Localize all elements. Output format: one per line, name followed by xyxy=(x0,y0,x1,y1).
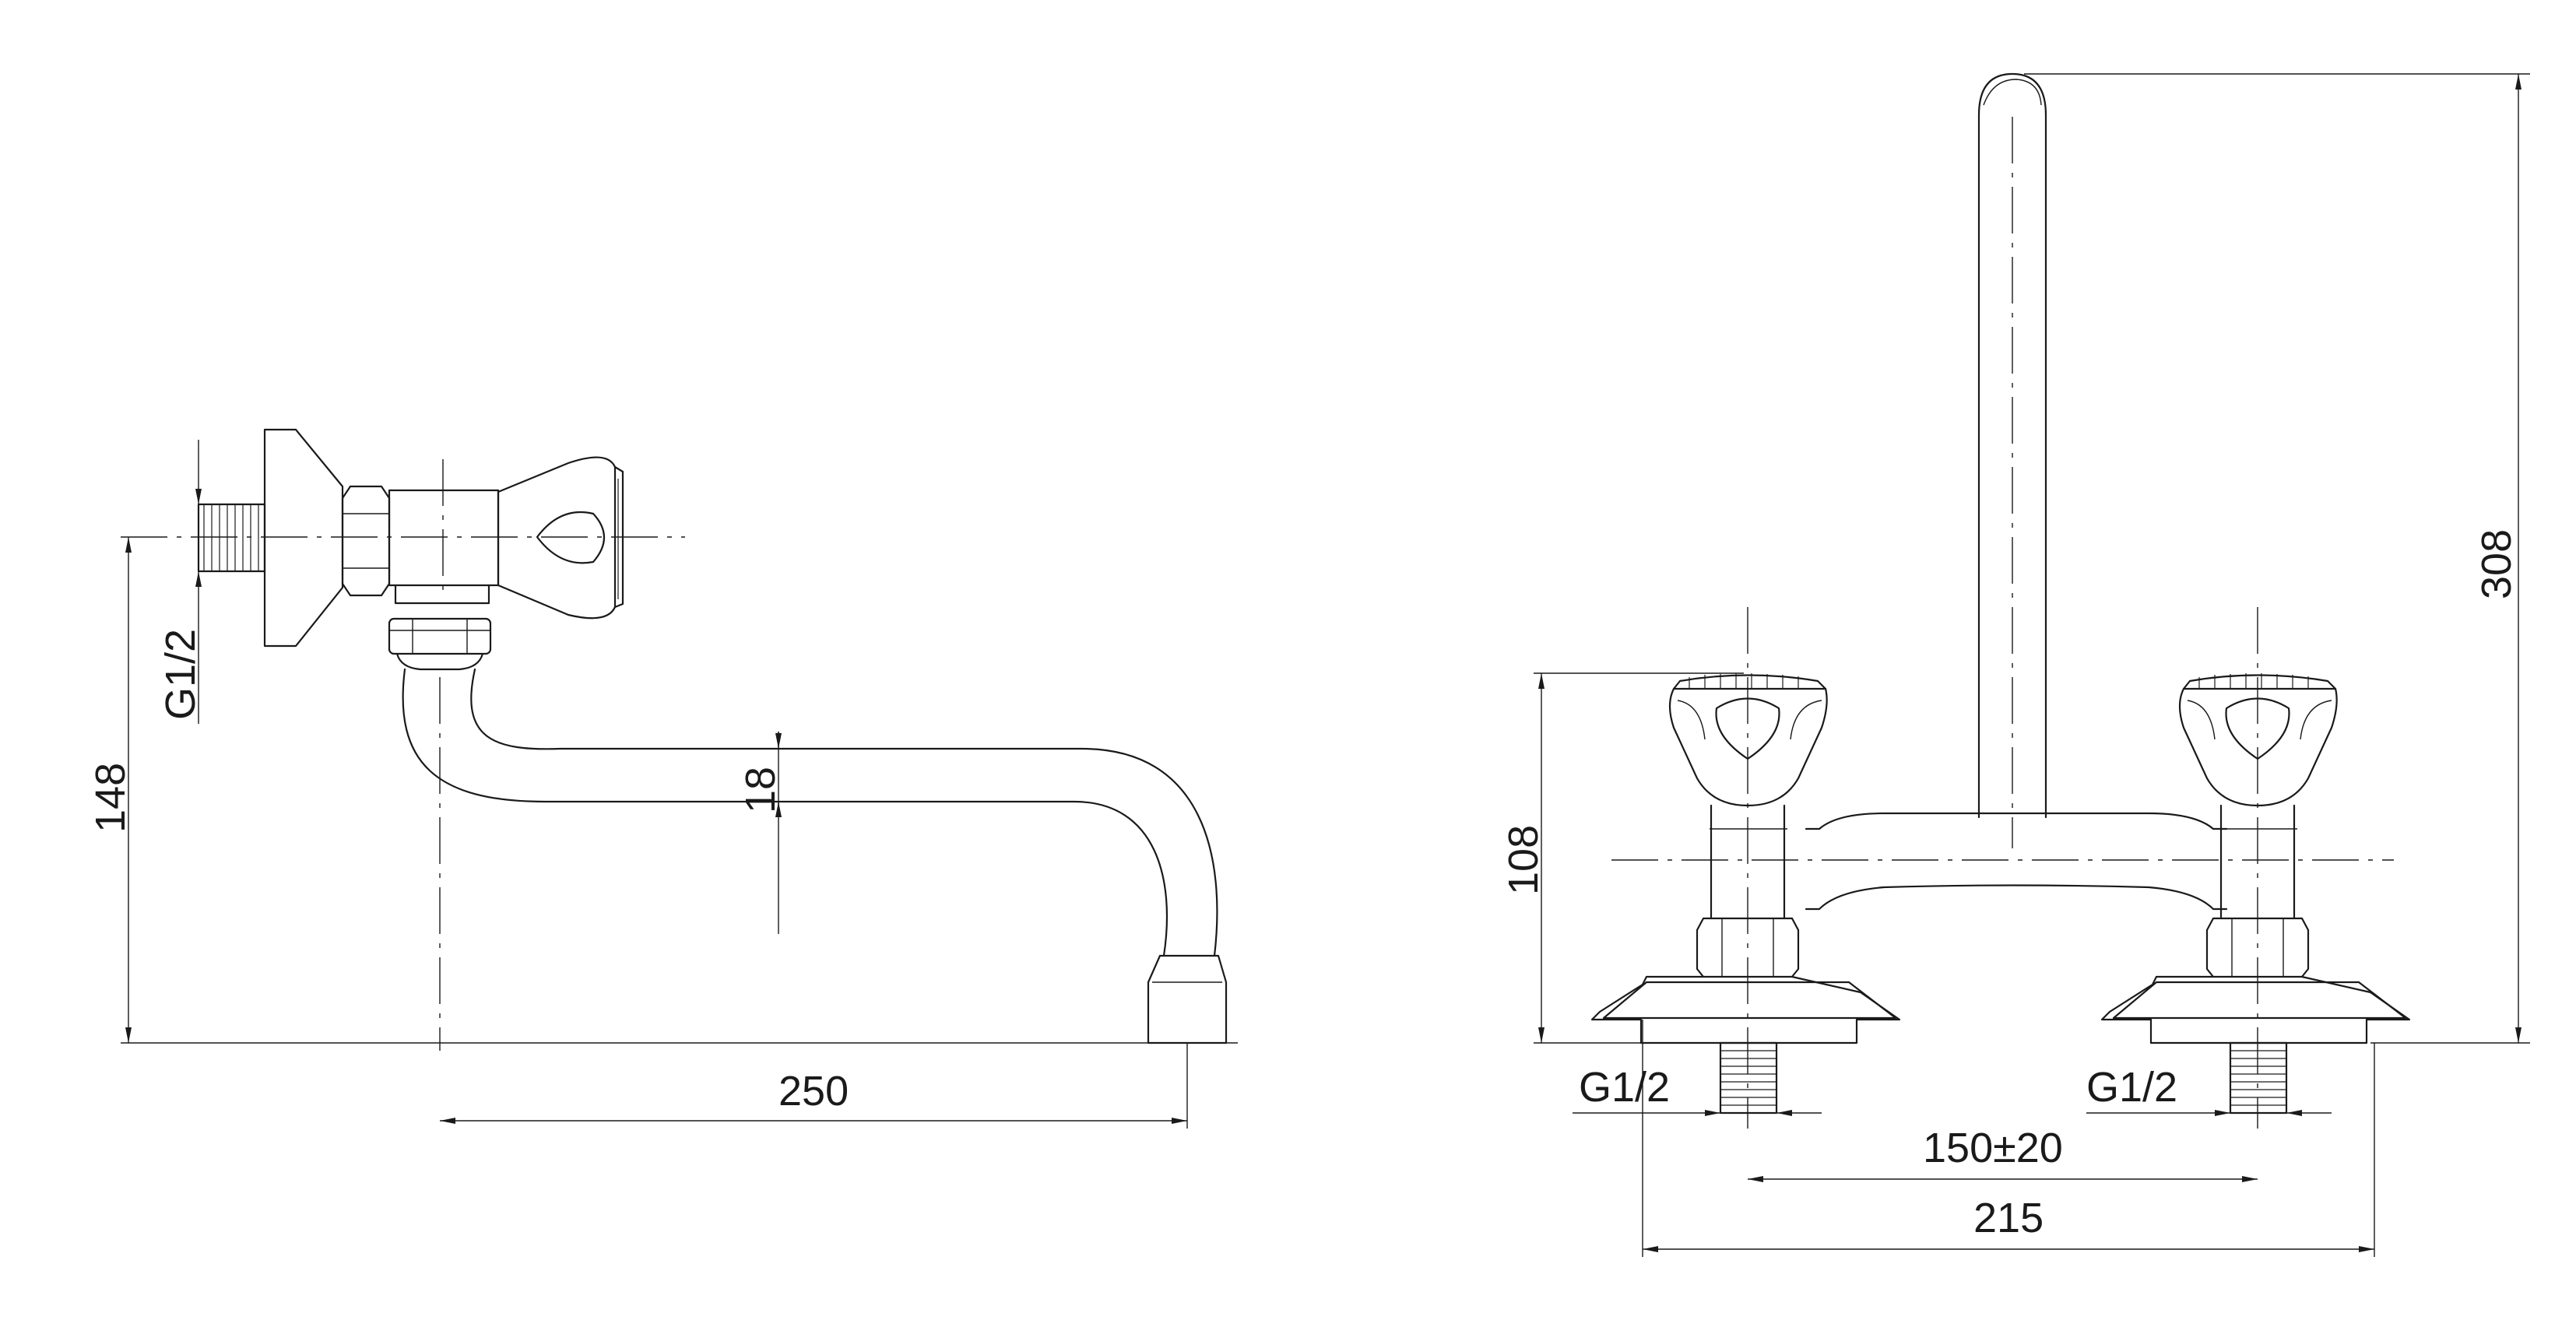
aerator xyxy=(1147,954,1228,1044)
valve-handle-icon xyxy=(497,456,624,620)
dim-front-total-height: 308 xyxy=(2024,73,2530,1044)
left-handle-icon xyxy=(1668,673,1828,807)
front-view: 308 108 G1/2 G1/2 150±20 xyxy=(1500,72,2530,1257)
side-view: G1/2 148 18 250 xyxy=(87,428,1238,1129)
dim-front-valve-height-label: 108 xyxy=(1500,825,1547,895)
dim-side-thread: G1/2 xyxy=(157,440,204,724)
swivel-nut xyxy=(388,617,492,671)
standpipe xyxy=(1977,72,2047,819)
dim-side-pipe-label: 18 xyxy=(737,767,784,813)
spout-pipe xyxy=(402,668,1169,957)
right-valve xyxy=(2100,607,2411,1129)
dim-front-thread-left: G1/2 xyxy=(1573,1064,1822,1116)
dim-side-thread-label: G1/2 xyxy=(157,629,204,720)
bridge xyxy=(1805,812,2228,830)
dim-front-thread-left-label: G1/2 xyxy=(1579,1064,1670,1111)
dim-side-height-label: 148 xyxy=(87,763,134,833)
dim-side-pipe: 18 xyxy=(737,732,784,934)
dim-side-length-label: 250 xyxy=(778,1068,849,1115)
dim-side-height: 148 xyxy=(87,537,1238,1044)
dim-front-thread-right-label: G1/2 xyxy=(2086,1064,2177,1111)
inlet-thread xyxy=(197,503,266,573)
dim-front-centers-label: 150±20 xyxy=(1923,1125,2063,1171)
left-valve xyxy=(1590,607,1901,1129)
dim-front-total-height-label: 308 xyxy=(2473,529,2520,599)
dim-side-length: 250 xyxy=(440,1043,1188,1129)
valve-body xyxy=(388,489,500,587)
dim-front-thread-right: G1/2 xyxy=(2086,1064,2332,1116)
dim-front-valve-height: 108 xyxy=(1500,672,1744,1044)
dim-front-width-label: 215 xyxy=(1973,1195,2044,1241)
right-handle-icon xyxy=(2178,673,2338,807)
wall-flange xyxy=(263,428,344,648)
dim-front-width: 215 xyxy=(1642,1020,2375,1257)
hex-nut xyxy=(341,485,391,597)
dim-front-centers: 150±20 xyxy=(1748,1125,2258,1182)
